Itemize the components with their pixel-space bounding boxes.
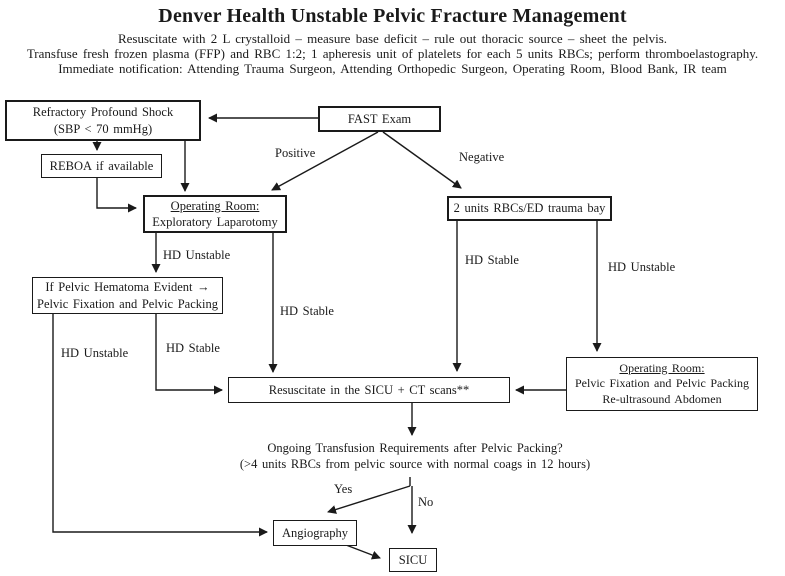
or-laparotomy-title: Operating Room: [170,198,260,213]
edge-label-hd-stable-packing: HD Stable [166,341,220,355]
or-pelvic-packing-title: Operating Room: [619,360,705,375]
edge-label-hd-stable-laparotomy: HD Stable [280,304,334,318]
edge-label-no: No [418,495,434,509]
edge-label-hd-unstable-laparotomy: HD Unstable [163,248,231,262]
node-or-laparotomy: Operating Room: Exploratory Laparotomy [143,195,287,233]
edge-hematoma-to-angio [52,313,268,537]
transfusion-question-line2: (>4 units RBCs from pelvic source with n… [239,456,591,471]
node-sicu-ct: Resuscitate in the SICU + CT scans** [228,377,510,403]
refractory-shock-line1: Refractory Profound Shock [32,105,174,120]
edge-label-positive: Positive [275,146,316,160]
edge-fast-positive [271,131,379,191]
refractory-shock-line2: (SBP < 70 mmHg) [53,121,153,136]
edge-label-yes: Yes [334,482,353,496]
edge-label-hd-stable-ed: HD Stable [465,253,519,267]
edge-label-hd-unstable-packing: HD Unstable [61,346,129,360]
pelvic-hematoma-line2: Pelvic Fixation and Pelvic Packing [37,296,218,311]
node-reboa: REBOA if available [41,154,162,178]
or-pelvic-packing-line2: Pelvic Fixation and Pelvic Packing [575,376,749,391]
node-ed-trauma-bay: 2 units RBCs/ED trauma bay [447,196,612,221]
or-pelvic-packing-line3: Re-ultrasound Abdomen [602,391,722,406]
node-fast-exam: FAST Exam [318,106,441,132]
node-refractory-shock: Refractory Profound Shock (SBP < 70 mmHg… [5,100,201,141]
reboa-label: REBOA if available [49,158,154,173]
sicu-label: SICU [398,552,428,567]
angiography-label: Angiography [282,525,348,540]
node-sicu: SICU [389,548,437,572]
edge-label-hd-unstable-ed: HD Unstable [608,260,676,274]
transfusion-question-line1: Ongoing Transfusion Requirements after P… [267,441,563,455]
edge-hematoma-to-sicuct [155,313,223,395]
edge-reboa-to-orlap [96,178,137,213]
instruction-line-3: Immediate notification: Attending Trauma… [58,61,727,76]
node-pelvic-hematoma: If Pelvic Hematoma Evident → Pelvic Fixa… [32,277,223,314]
node-angiography: Angiography [273,520,357,546]
fast-exam-label: FAST Exam [347,111,412,126]
node-transfusion-question: Ongoing Transfusion Requirements after P… [225,441,605,472]
instruction-line-1: Resuscitate with 2 L crystalloid – measu… [117,31,668,46]
node-or-pelvic-packing: Operating Room: Pelvic Fixation and Pelv… [566,357,758,411]
instruction-line-2: Transfuse fresh frozen plasma (FFP) and … [26,46,759,61]
edge-question-yes [327,485,411,514]
page-title: Denver Health Unstable Pelvic Fracture M… [158,5,627,27]
edge-label-negative: Negative [459,150,505,164]
edge-angio-to-sicu [345,544,381,560]
edge-fast-negative [382,131,462,189]
ed-trauma-bay-label: 2 units RBCs/ED trauma bay [453,201,606,216]
sicu-ct-label: Resuscitate in the SICU + CT scans** [268,382,470,397]
or-laparotomy-subtitle: Exploratory Laparotomy [152,215,278,229]
pelvic-hematoma-line1: If Pelvic Hematoma Evident → [45,280,210,295]
